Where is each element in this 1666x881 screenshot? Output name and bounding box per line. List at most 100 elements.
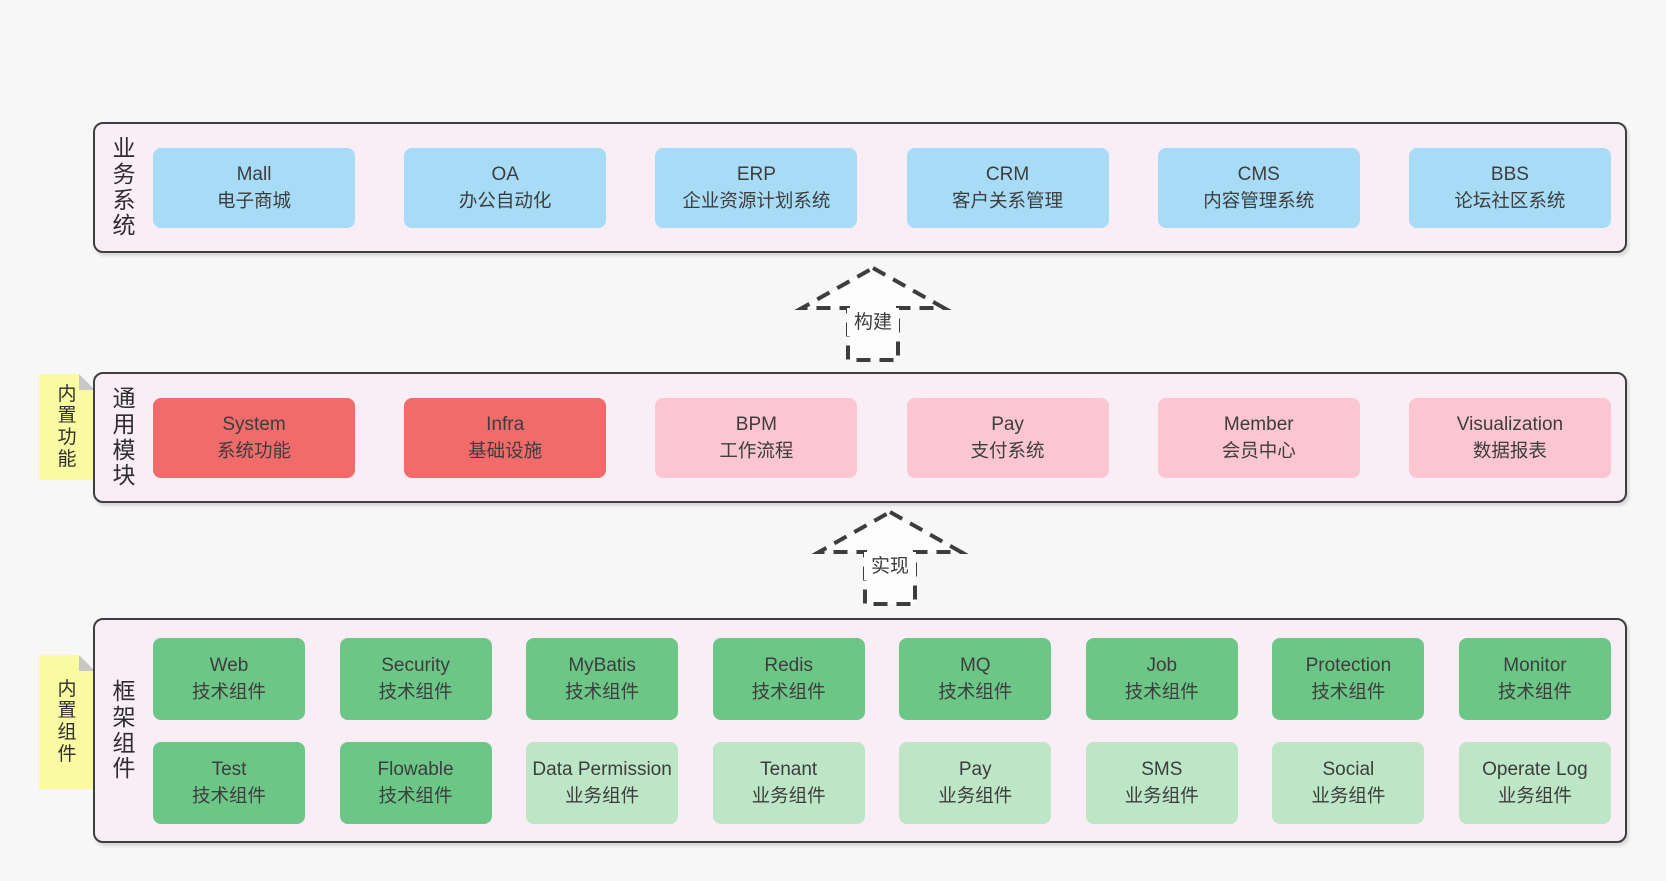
box-bbs: BBS 论坛社区系统	[1408, 147, 1611, 228]
box-title: MQ	[959, 654, 991, 676]
build-arrow: 构建	[794, 265, 952, 362]
box-title: Mall	[236, 163, 272, 185]
box-title: ERP	[736, 163, 776, 185]
box-subtitle: 技术组件	[378, 784, 453, 806]
box-sms: SMS 业务组件	[1085, 741, 1238, 824]
box-subtitle: 业务组件	[565, 784, 640, 806]
box-title: SMS	[1141, 758, 1183, 780]
box-data-permission: Data Permission 业务组件	[526, 741, 679, 824]
box-subtitle: 客户关系管理	[952, 189, 1064, 211]
box-title: Data Permission	[532, 758, 672, 780]
box-subtitle: 论坛社区系统	[1454, 189, 1566, 211]
layer-business-systems: 业务系统 Mall 电子商城 OA 办公自动化 ERP 企业资源计划系统 CRM 客户关系管理…	[93, 122, 1627, 253]
box-social: Social 业务组件	[1272, 741, 1425, 824]
box-mall: Mall 电子商城	[153, 147, 355, 228]
implement-arrow-label: 实现	[871, 555, 909, 577]
box-oa: OA 办公自动化	[404, 147, 607, 228]
box-title: BBS	[1490, 163, 1529, 185]
box-pay: Pay 业务组件	[899, 741, 1052, 824]
box-subtitle: 技术组件	[1311, 680, 1386, 702]
box-subtitle: 技术组件	[378, 680, 453, 702]
box-title: MyBatis	[568, 654, 636, 676]
box-title: Social	[1322, 758, 1375, 780]
box-mq: MQ 技术组件	[899, 637, 1052, 720]
box-erp: ERP 企业资源计划系统	[655, 147, 858, 228]
business-systems-label: 业务系统	[112, 135, 136, 239]
box-subtitle: 业务组件	[1124, 784, 1199, 806]
box-title: Pay	[958, 758, 992, 780]
box-title: Protection	[1305, 654, 1392, 676]
framework-components-label: 框架组件	[112, 678, 136, 782]
box-crm: CRM 客户关系管理	[906, 147, 1109, 228]
business-row-1: Mall 电子商城 OA 办公自动化 ERP 企业资源计划系统 CRM 客户关系管理 CMS 内容…	[153, 147, 1611, 228]
box-title: CRM	[985, 163, 1030, 185]
box-subtitle: 系统功能	[216, 439, 291, 461]
box-subtitle: 基础设施	[468, 439, 543, 461]
box-title: Visualization	[1456, 413, 1564, 435]
box-subtitle: 技术组件	[751, 680, 826, 702]
box-title: Redis	[764, 654, 813, 676]
box-test: Test 技术组件	[153, 741, 305, 824]
box-subtitle: 技术组件	[565, 680, 640, 702]
box-subtitle: 技术组件	[191, 680, 266, 702]
box-mybatis: MyBatis 技术组件	[526, 637, 679, 720]
box-subtitle: 内容管理系统	[1203, 189, 1315, 211]
box-subtitle: 办公自动化	[458, 189, 552, 211]
box-security: Security 技术组件	[339, 637, 492, 720]
box-subtitle: 技术组件	[1124, 680, 1199, 702]
implement-arrow-label-bg	[864, 552, 916, 580]
box-subtitle: 业务组件	[751, 784, 826, 806]
box-subtitle: 数据报表	[1472, 439, 1547, 461]
builtin-features-tab: 内置功能	[39, 374, 95, 480]
box-title: Infra	[486, 413, 525, 435]
box-title: BPM	[735, 413, 777, 435]
box-tenant: Tenant 业务组件	[712, 741, 865, 824]
box-subtitle: 企业资源计划系统	[682, 189, 831, 211]
box-subtitle: 技术组件	[938, 680, 1013, 702]
box-bpm: BPM 工作流程	[655, 397, 858, 478]
business-systems-boxes: Mall 电子商城 OA 办公自动化 ERP 企业资源计划系统 CRM 客户关系管理 CMS 内容…	[137, 124, 1625, 251]
box-member: Member 会员中心	[1157, 397, 1360, 478]
box-title: Pay	[991, 413, 1024, 435]
box-subtitle: 业务组件	[938, 784, 1013, 806]
box-subtitle: 技术组件	[191, 784, 266, 806]
box-title: Monitor	[1503, 654, 1567, 676]
box-cms: CMS 内容管理系统	[1157, 147, 1360, 228]
box-subtitle: 技术组件	[1497, 680, 1572, 702]
box-subtitle: 业务组件	[1311, 784, 1386, 806]
box-web: Web 技术组件	[153, 637, 305, 720]
box-monitor: Monitor 技术组件	[1458, 637, 1611, 720]
box-subtitle: 会员中心	[1221, 439, 1296, 461]
box-protection: Protection 技术组件	[1272, 637, 1425, 720]
box-title: CMS	[1237, 163, 1280, 185]
box-title: Flowable	[377, 758, 454, 780]
box-title: Member	[1223, 413, 1294, 435]
build-arrow-label-bg	[847, 308, 899, 336]
box-title: Web	[209, 654, 249, 676]
box-subtitle: 电子商城	[216, 189, 291, 211]
implement-arrow: 实现	[811, 509, 969, 606]
box-subtitle: 工作流程	[719, 439, 794, 461]
box-redis: Redis 技术组件	[712, 637, 865, 720]
box-title: Tenant	[760, 758, 818, 780]
box-subtitle: 支付系统	[970, 439, 1045, 461]
box-title: Test	[211, 758, 247, 780]
box-title: Security	[381, 654, 450, 676]
builtin-features-tab-label: 内置功能	[57, 383, 77, 470]
box-pay: Pay 支付系统	[906, 397, 1109, 478]
box-visualization: Visualization 数据报表	[1408, 397, 1611, 478]
box-title: Operate Log	[1482, 758, 1588, 780]
box-flowable: Flowable 技术组件	[339, 741, 492, 824]
box-infra: Infra 基础设施	[404, 397, 607, 478]
box-title: OA	[491, 163, 519, 185]
build-arrow-label: 构建	[854, 311, 892, 333]
